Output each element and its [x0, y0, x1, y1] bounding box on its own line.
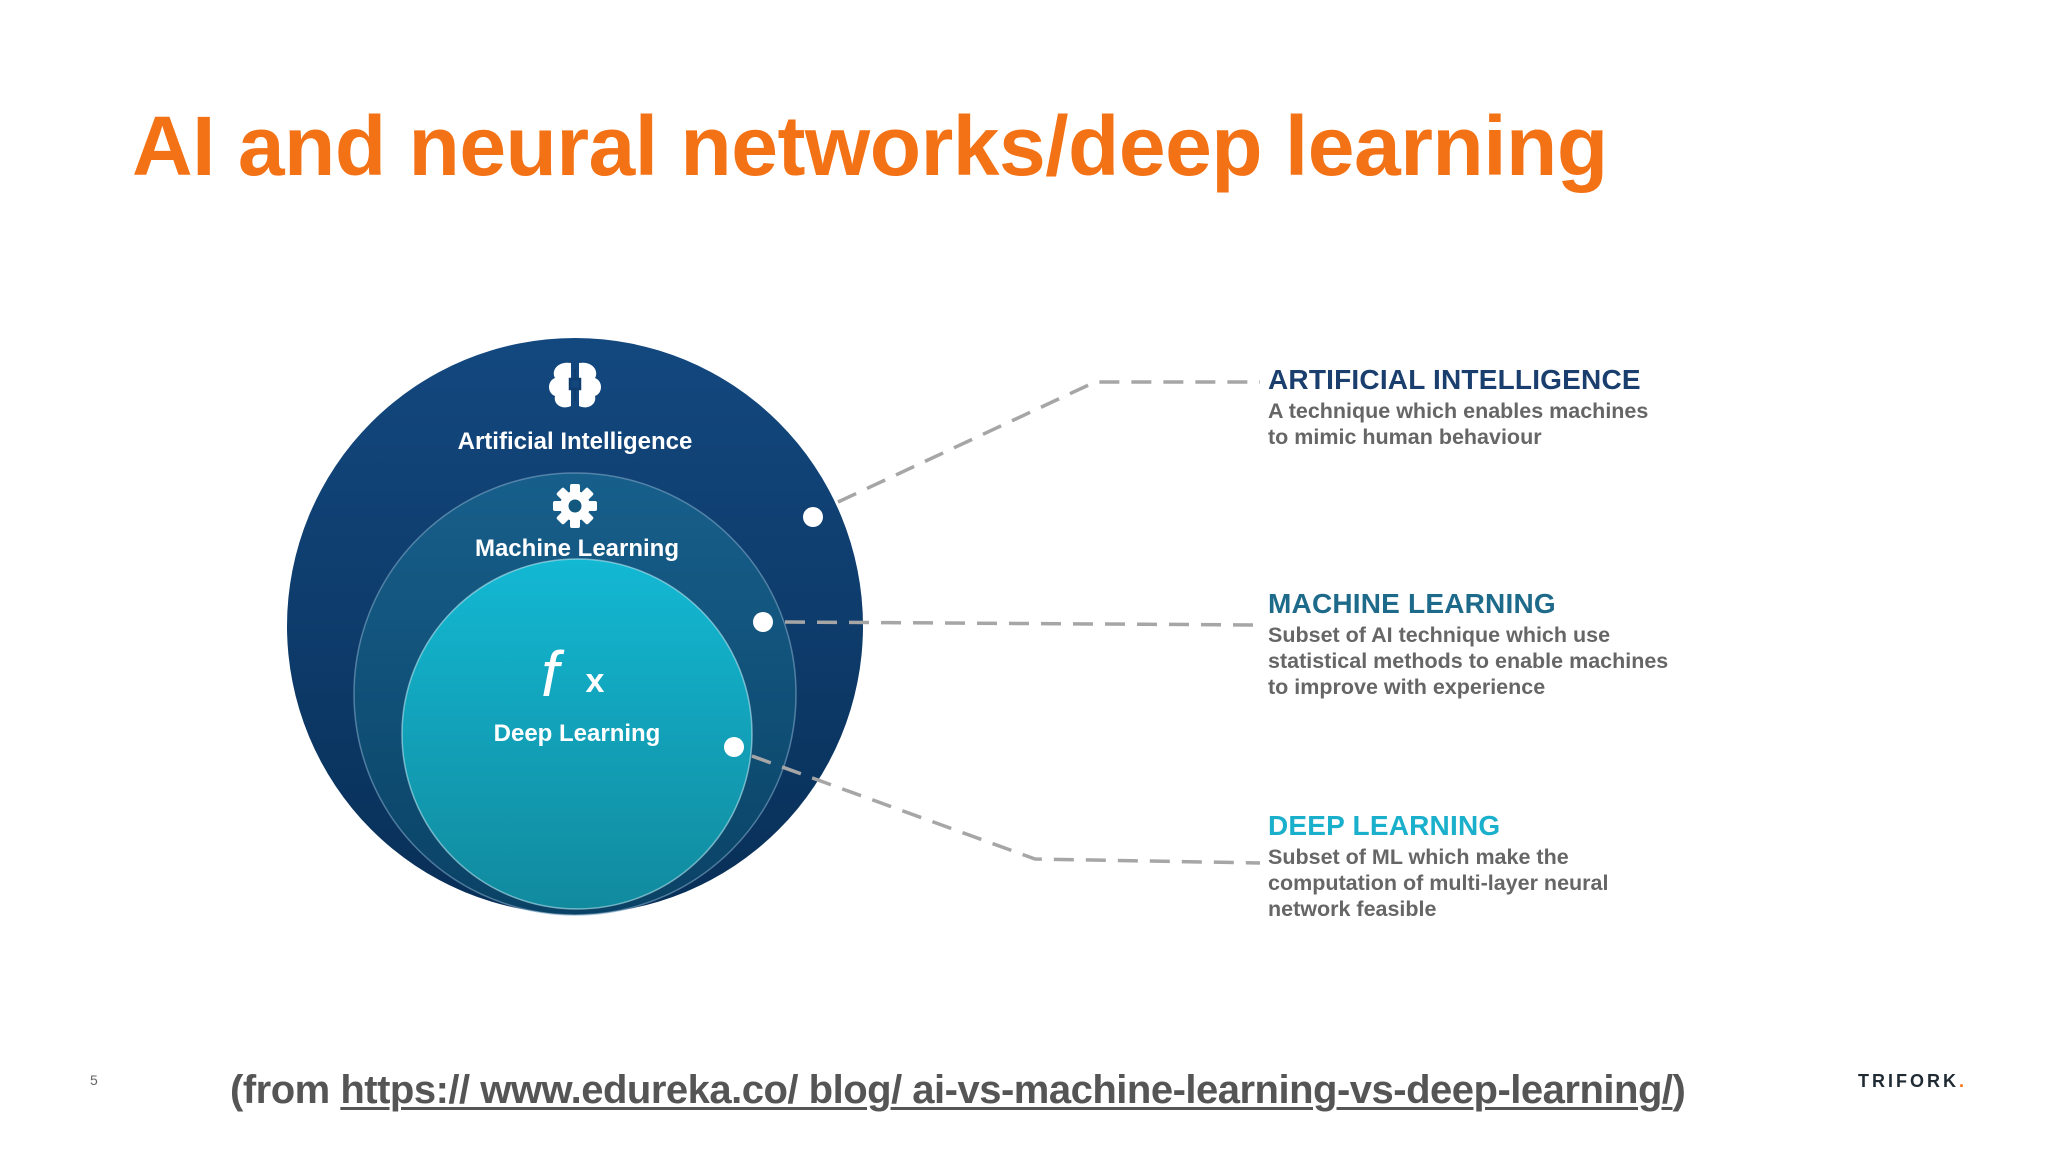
dl-description-title: DEEP LEARNING: [1268, 810, 1500, 841]
ml-connector-line: [784, 620, 1261, 627]
brain-icon: [549, 362, 601, 408]
ml-description-line: Subset of AI technique which use: [1268, 623, 1610, 647]
ml-description-title: MACHINE LEARNING: [1268, 588, 1556, 619]
dl-description-line: network feasible: [1268, 897, 1437, 921]
ai-description-line: to mimic human behaviour: [1268, 425, 1542, 449]
brand-name: TRIFORK: [1858, 1071, 1959, 1091]
source-suffix: ): [1672, 1068, 1686, 1112]
ml-connector-dot: [753, 612, 773, 632]
trifork-logo: TRIFORK.: [1858, 1071, 1967, 1092]
brand-dot: .: [1959, 1071, 1968, 1091]
source-prefix: (from: [230, 1068, 341, 1112]
source-citation: (from https:// www.edureka.co/ blog/ ai-…: [230, 1068, 1686, 1113]
ml-description-line: statistical methods to enable machines: [1268, 649, 1668, 673]
ml-description-line: to improve with experience: [1268, 675, 1545, 699]
page-number: 5: [90, 1072, 98, 1088]
dl-description: DEEP LEARNING Subset of ML which make th…: [1268, 810, 1608, 921]
dl-circle: [401, 558, 753, 910]
dl-connector-dot: [724, 737, 744, 757]
ai-description-title: ARTIFICIAL INTELLIGENCE: [1268, 364, 1641, 395]
dl-description-line: Subset of ML which make the: [1268, 845, 1569, 869]
source-link[interactable]: https:// www.edureka.co/ blog/ ai-vs-mac…: [340, 1068, 1673, 1112]
ai-connector-line: [837, 380, 1260, 504]
ai-description-line: A technique which enables machines: [1268, 399, 1648, 423]
ml-description: MACHINE LEARNING Subset of AI technique …: [1268, 588, 1668, 699]
gear-icon: [553, 484, 597, 528]
slide-title: AI and neural networks/deep learning: [132, 99, 1608, 193]
ai-circle-label: Artificial Intelligence: [458, 428, 693, 455]
ml-circle-label: Machine Learning: [475, 535, 679, 562]
dl-description-line: computation of multi-layer neural: [1268, 871, 1608, 895]
dl-circle-label: Deep Learning: [494, 720, 661, 747]
ai-description: ARTIFICIAL INTELLIGENCE A technique whic…: [1268, 364, 1648, 449]
ai-connector-dot: [803, 507, 823, 527]
function-fx-icon-x: x: [586, 662, 605, 700]
dl-connector-line: [751, 754, 1261, 865]
